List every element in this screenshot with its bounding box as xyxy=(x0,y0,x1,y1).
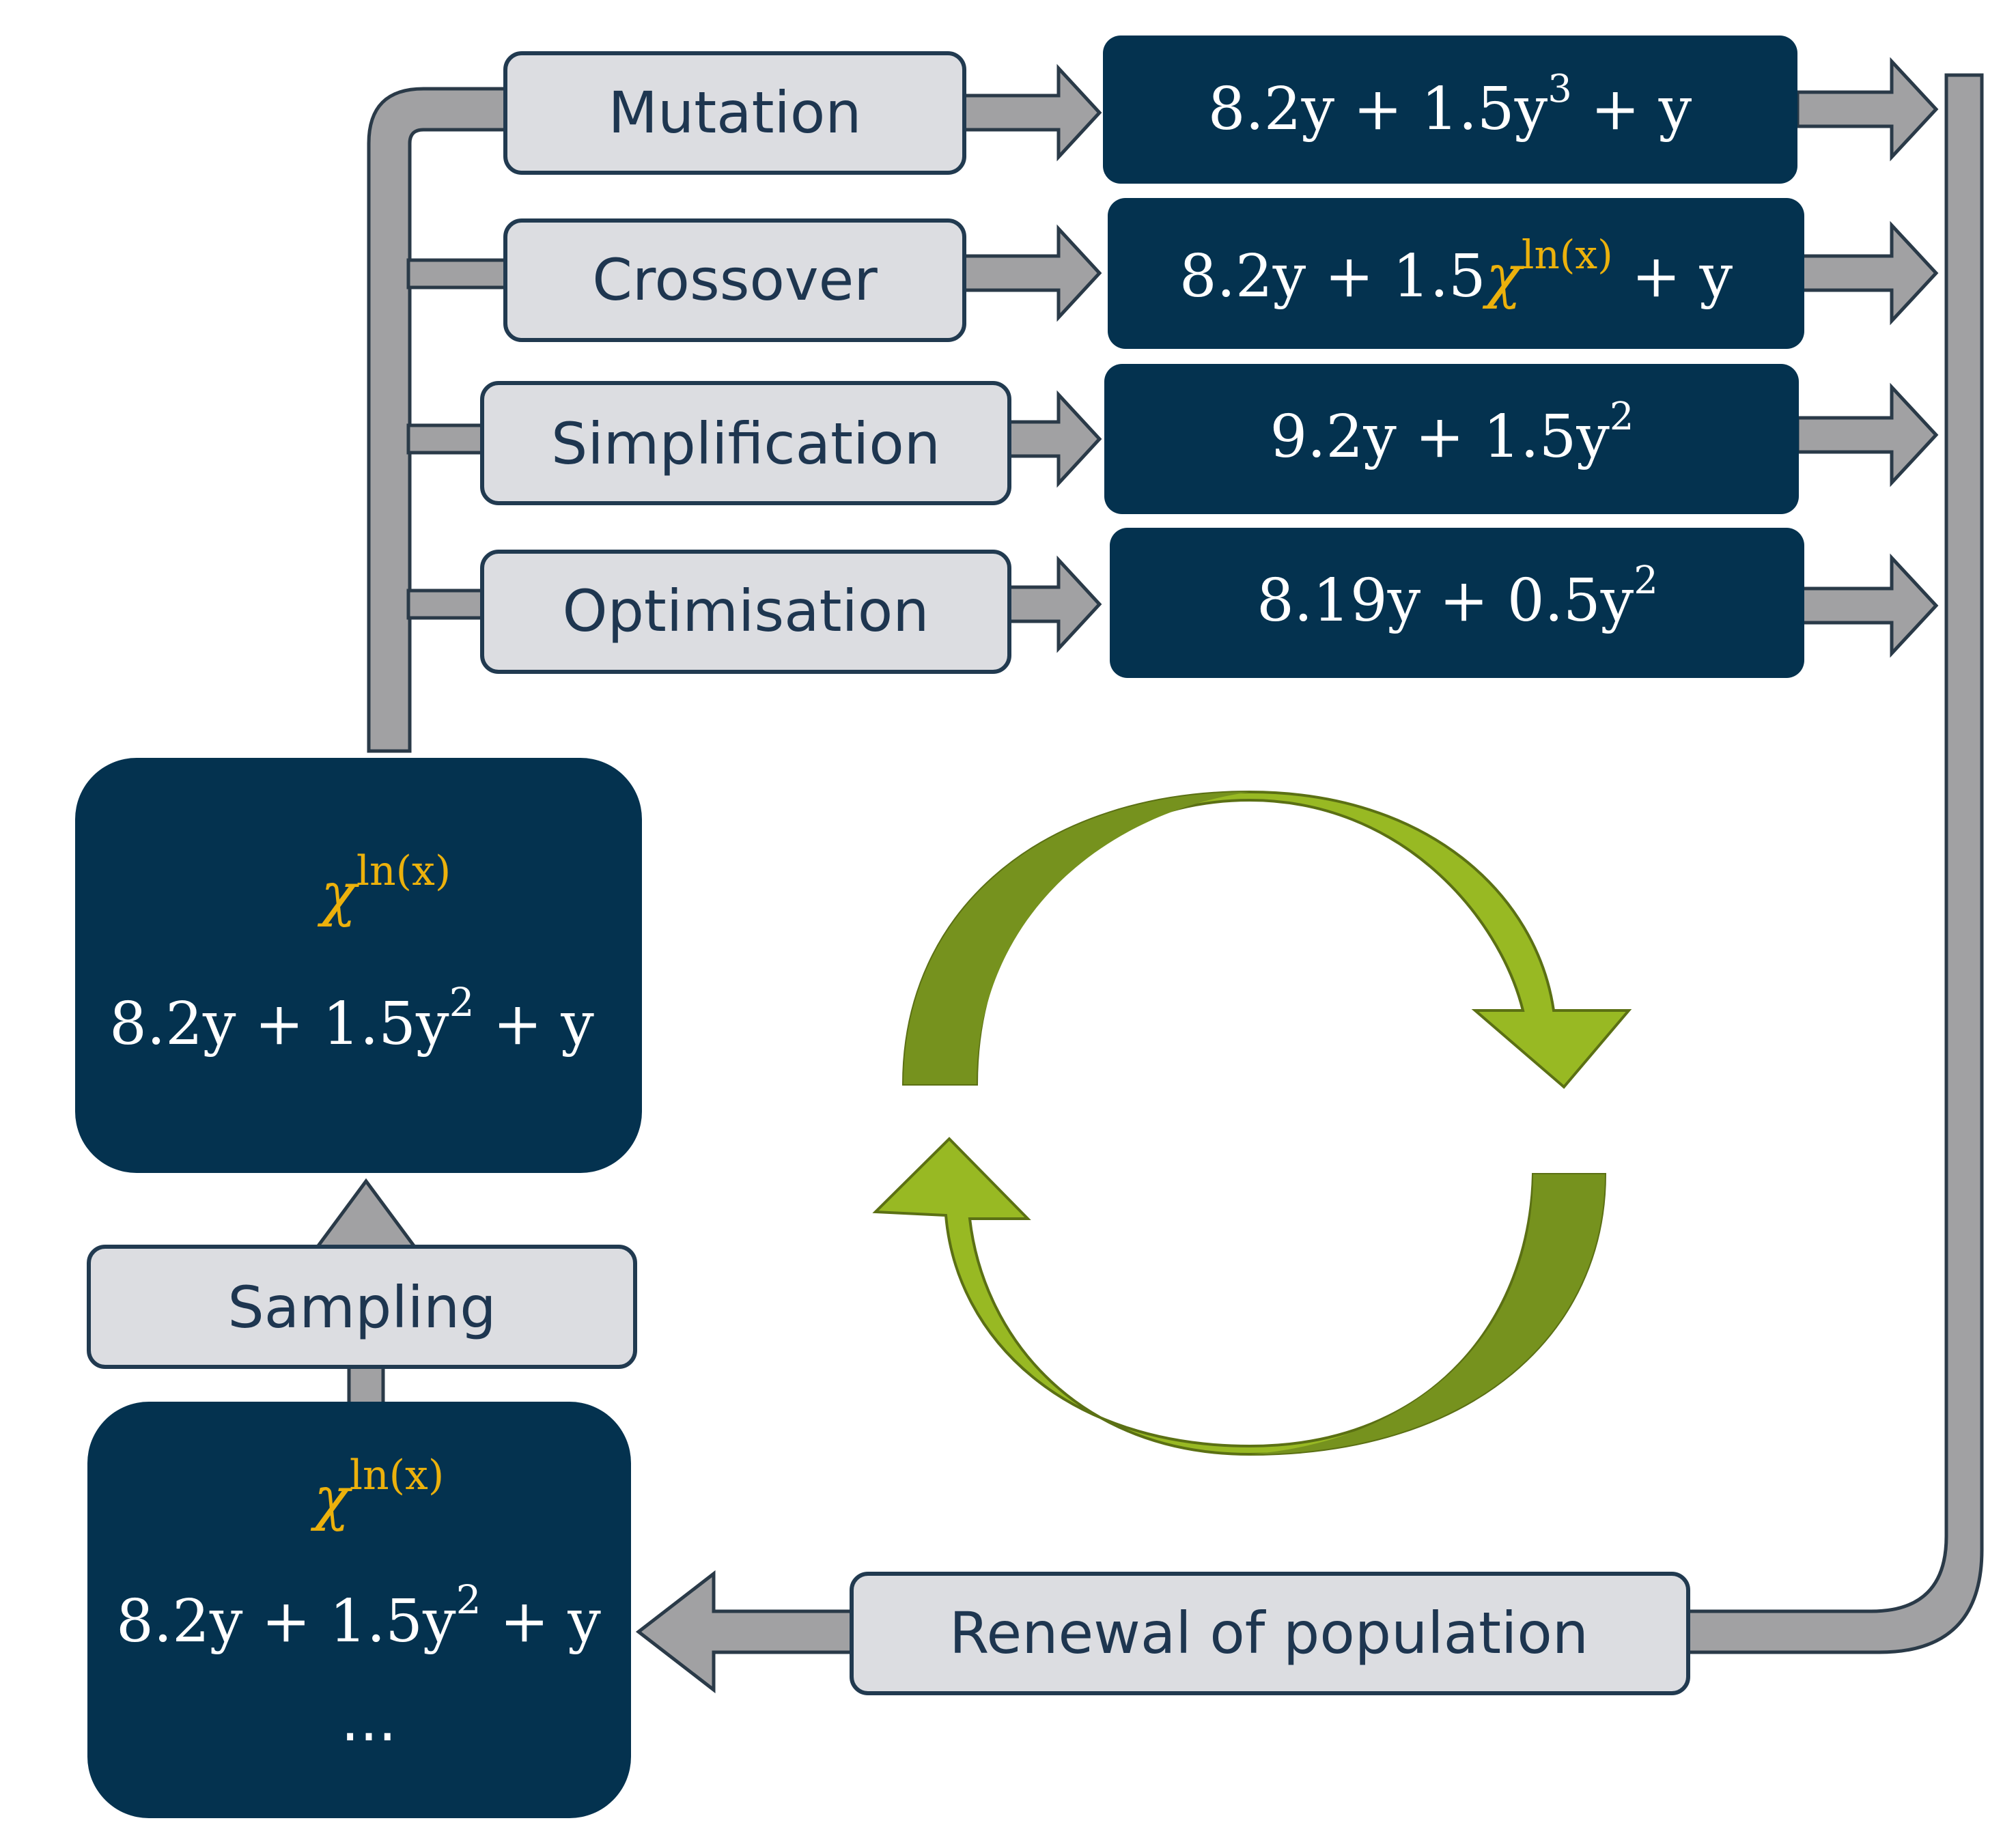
result-1-post: + y xyxy=(1572,75,1692,143)
result-2-chi-sup: ln(x) xyxy=(1522,231,1613,278)
population-eq-post: + y xyxy=(481,1587,602,1656)
result-eq-2: 8.2y + 1.5χln(x) + y xyxy=(1179,231,1733,311)
sample-eq-pre: 8.2y + 1.5y xyxy=(109,990,449,1058)
sample-chi-expr: χln(x) xyxy=(318,847,451,929)
result-optimisation: 8.19y + 0.5y2 xyxy=(1110,528,1804,678)
sampling-box xyxy=(87,1245,637,1369)
result-mutation: 8.2y + 1.5y3 + y xyxy=(1103,36,1797,184)
result-box-3 xyxy=(1104,364,1799,514)
result-3-sup: 2 xyxy=(1610,395,1634,439)
right-rail xyxy=(1685,73,1984,1654)
branch-simplification xyxy=(406,423,486,455)
operator-crossover: Crossover xyxy=(503,218,966,342)
sampling-label: Sampling xyxy=(227,1274,496,1341)
result-simplification: 9.2y + 1.5y2 xyxy=(1104,364,1799,514)
operator-arrows xyxy=(962,63,1102,653)
simplification-box xyxy=(480,381,1011,505)
result-2-pre: 8.2y + 1.5 xyxy=(1179,242,1486,311)
renewal-label: Renewal of population xyxy=(949,1600,1588,1667)
cycle-arrow-bottom-shade xyxy=(1250,1174,1605,1454)
operator-optimisation: Optimisation xyxy=(480,550,1011,674)
result-2-post: + y xyxy=(1613,242,1733,311)
sample-box-group: χln(x) 8.2y + 1.5y2 + y xyxy=(75,758,642,1173)
result-box-2 xyxy=(1108,198,1804,349)
result-eq-3: 9.2y + 1.5y2 xyxy=(1270,395,1634,472)
arrow-mutation xyxy=(962,63,1102,162)
optimisation-label: Optimisation xyxy=(562,578,929,645)
arrow-simplification xyxy=(1007,390,1102,488)
operator-renewal: Renewal of population xyxy=(850,1572,1690,1695)
result-4-sup: 2 xyxy=(1634,558,1658,603)
trunk-pipe xyxy=(367,87,507,753)
population-chi: χ xyxy=(311,1465,353,1533)
sample-eq-post: + y xyxy=(475,990,595,1058)
out-arrow-4 xyxy=(1795,553,1939,658)
population-to-sampling-pipe xyxy=(347,1363,385,1409)
simplification-label: Simplification xyxy=(551,410,940,477)
crossover-box xyxy=(503,218,966,342)
result-4-pre: 8.19y + 0.5y xyxy=(1257,567,1634,635)
population-equation: 8.2y + 1.5y2 + y xyxy=(116,1576,601,1656)
mutation-box xyxy=(503,51,966,175)
result-box-1 xyxy=(1103,36,1797,184)
crossover-label: Crossover xyxy=(592,246,878,313)
sample-eq-sup: 2 xyxy=(449,979,475,1025)
branch-optimisation xyxy=(406,589,486,620)
out-arrow-3 xyxy=(1795,382,1939,487)
operator-mutation: Mutation xyxy=(503,51,966,175)
population-box-group: χln(x) 8.2y + 1.5y2 + y ... xyxy=(87,1402,631,1818)
result-eq-4: 8.19y + 0.5y2 xyxy=(1257,558,1658,636)
operator-simplification: Simplification xyxy=(480,381,1011,505)
out-arrow-1 xyxy=(1795,57,1939,162)
result-arrows xyxy=(1795,57,1939,658)
result-crossover: 8.2y + 1.5χln(x) + y xyxy=(1108,198,1804,349)
arrow-crossover xyxy=(962,224,1102,322)
branch-crossover xyxy=(406,258,507,289)
sample-equation: 8.2y + 1.5y2 + y xyxy=(109,979,594,1058)
cycle-arrows-icon xyxy=(872,790,1632,1456)
cycle-arrow-top-shade xyxy=(904,792,1250,1084)
result-3-pre: 9.2y + 1.5y xyxy=(1270,403,1610,471)
result-2-chi: χ xyxy=(1483,242,1525,311)
population-eq-sup: 2 xyxy=(456,1576,481,1623)
result-1-pre: 8.2y + 1.5y xyxy=(1208,75,1548,143)
sample-box xyxy=(75,758,642,1173)
arrow-optimisation xyxy=(1007,555,1102,653)
result-box-4 xyxy=(1110,528,1804,678)
renewal-arrow xyxy=(635,1570,856,1694)
sample-chi: χ xyxy=(318,860,360,929)
cycle-arrow-bottom xyxy=(872,1137,1607,1456)
population-box xyxy=(87,1402,631,1818)
population-eq-pre: 8.2y + 1.5y xyxy=(116,1587,456,1656)
population-chi-sup: ln(x) xyxy=(350,1452,445,1499)
operator-sampling: Sampling xyxy=(87,1245,637,1369)
population-more: ... xyxy=(341,1686,397,1755)
result-eq-1: 8.2y + 1.5y3 + y xyxy=(1208,67,1692,144)
population-chi-expr: χln(x) xyxy=(311,1452,445,1533)
result-1-sup: 3 xyxy=(1548,67,1572,111)
sample-chi-sup: ln(x) xyxy=(356,847,451,895)
mutation-label: Mutation xyxy=(608,79,861,146)
renewal-box xyxy=(850,1572,1690,1695)
optimisation-box xyxy=(480,550,1011,674)
out-arrow-2 xyxy=(1795,221,1939,326)
